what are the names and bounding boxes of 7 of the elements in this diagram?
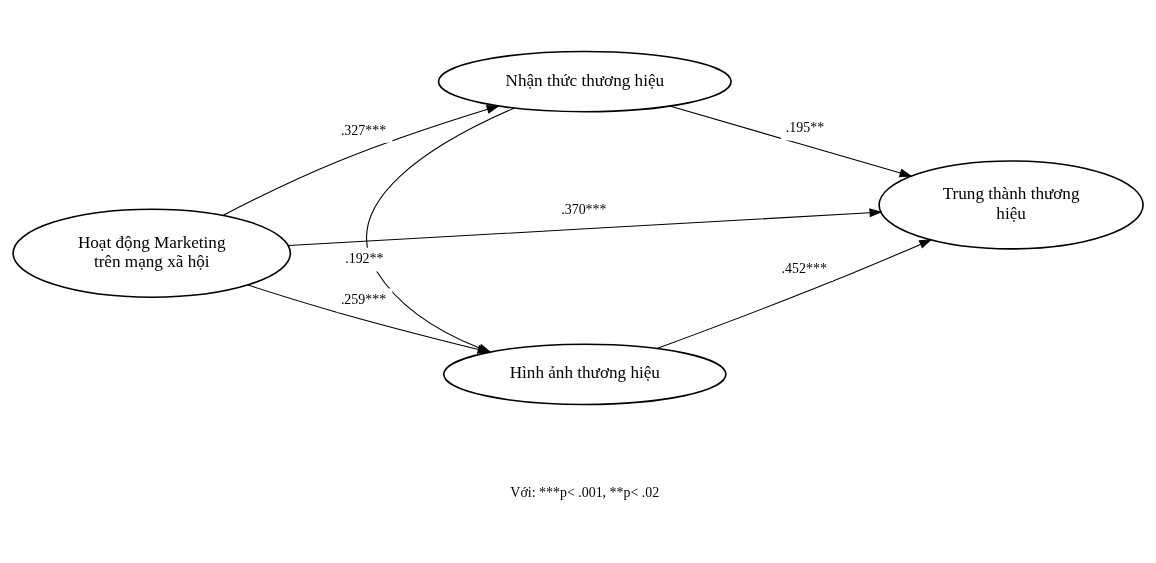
edge-label: .452*** — [781, 260, 827, 276]
edge-label: .192** — [345, 250, 384, 266]
edge-label: .259*** — [340, 291, 387, 307]
edge-label: .370*** — [561, 201, 607, 217]
edge-label: .327*** — [340, 122, 387, 138]
edge-label: .195** — [785, 119, 825, 135]
label: Với: ***p< .001, **p< .02 — [510, 484, 660, 500]
